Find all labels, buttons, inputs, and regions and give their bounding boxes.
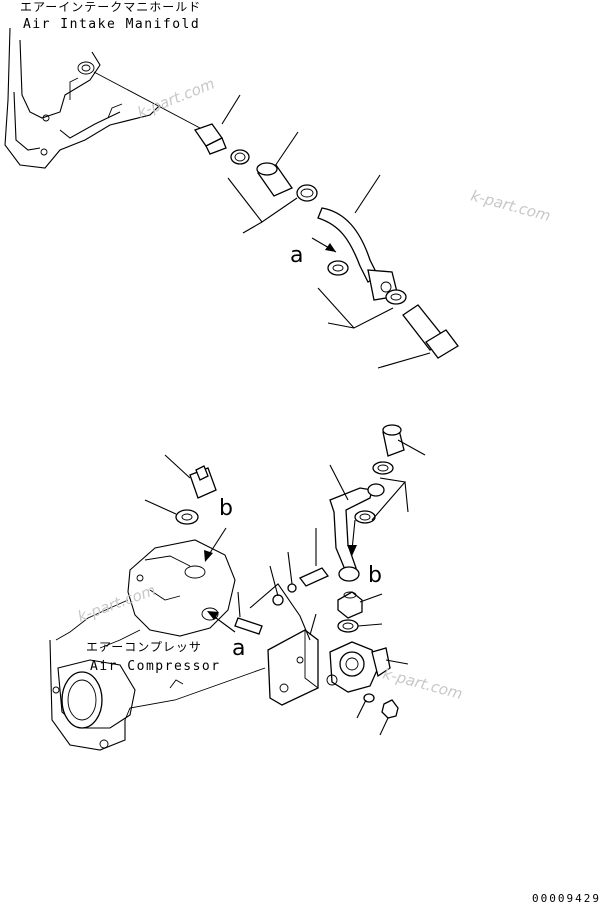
washer-1 (327, 260, 349, 276)
adapter-nut (337, 591, 383, 619)
compressor-label-en: Air Compressor (90, 659, 221, 674)
elbow-connector (193, 94, 241, 155)
nut-valve (379, 699, 399, 736)
washer-right-2 (354, 510, 376, 524)
hose-group-leader (242, 221, 263, 234)
view-arrow-a-upper: a (290, 237, 337, 268)
hose-clamp-2 (296, 184, 318, 202)
view-letter-a-lower: a (232, 636, 245, 661)
bracket-group-line (249, 583, 311, 641)
washer-bracket (287, 551, 297, 593)
bolt-bracket (298, 528, 330, 587)
view-letter-a-upper: a (290, 243, 303, 268)
banjo-bolt-upper (377, 304, 459, 369)
nut-bracket (269, 565, 284, 606)
washer-valve (356, 693, 375, 719)
right-group-leader (404, 481, 409, 513)
manifold-label-en: Air Intake Manifold (23, 17, 200, 32)
hose (256, 131, 299, 197)
air-intake-manifold (4, 27, 161, 169)
governor-valve (326, 641, 409, 693)
tube-lower (329, 464, 385, 582)
hose-clamp-1 (230, 149, 250, 165)
view-arrow-b-left: b (204, 496, 233, 562)
manifold-label-jp: エアーインテークマニホールド (20, 0, 201, 14)
compressor-leader (124, 667, 266, 721)
watermark-2: k-part.com (469, 186, 553, 225)
washer-group-leader (327, 322, 355, 329)
washer-right-1 (372, 461, 394, 475)
view-letter-b-right: b (368, 563, 382, 588)
washer-adapter (337, 619, 383, 633)
washer-lower-left (144, 499, 199, 525)
mounting-bracket (267, 613, 319, 706)
bent-tube (317, 174, 399, 301)
view-arrow-b-right: b (347, 519, 382, 588)
connector-lower (164, 454, 217, 499)
view-arrow-a-lower: a (207, 611, 245, 661)
watermark-1: k-part.com (135, 74, 217, 121)
manifold-leader (93, 71, 201, 129)
figure-code: 00009429 (532, 892, 601, 905)
watermark-4: k-part.com (381, 664, 465, 703)
air-compressor (49, 539, 236, 751)
washer-2 (385, 289, 407, 305)
banjo-bolt-lower (382, 424, 426, 457)
view-letter-b-left: b (219, 496, 233, 521)
watermark-3: k-part.com (75, 581, 158, 626)
bolt-small (234, 591, 263, 635)
compressor-label-jp: エアーコンプレッサ (86, 640, 202, 654)
